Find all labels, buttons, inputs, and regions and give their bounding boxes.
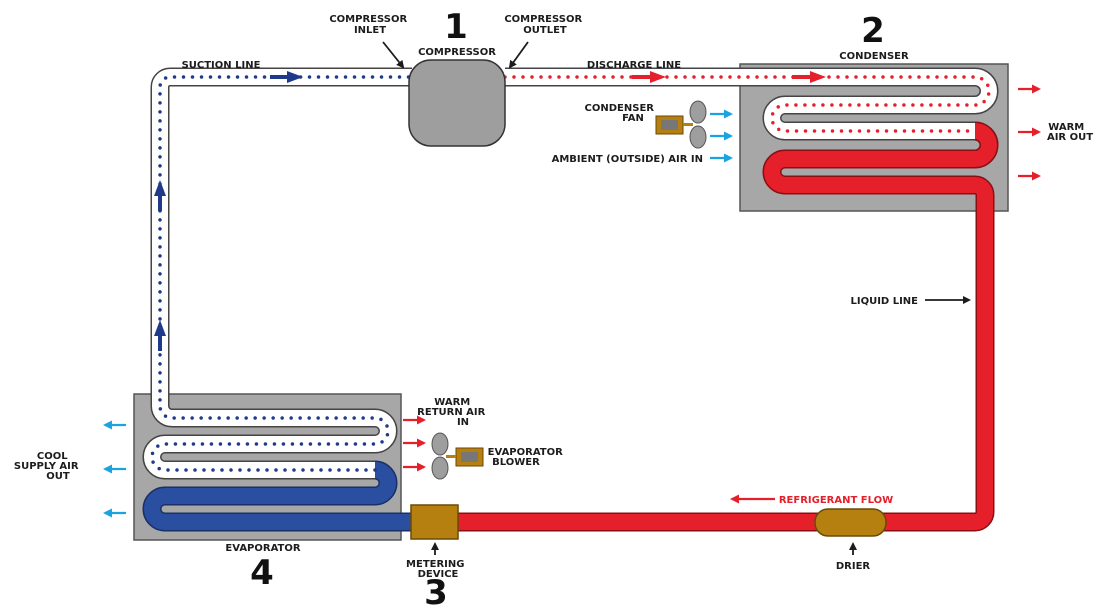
label-compressor-outlet: COMPRESSOR OUTLET bbox=[504, 14, 585, 36]
label-warm-air-out: WARM AIR OUT bbox=[1047, 122, 1093, 143]
drier bbox=[814, 508, 887, 537]
label-drier: DRIER bbox=[836, 561, 871, 572]
evaporator-coil-liquid bbox=[142, 460, 412, 532]
suction-line-pipe bbox=[142, 67, 414, 480]
label-refrigerant-flow: REFRIGERANT FLOW bbox=[779, 495, 893, 506]
step-number-2: 2 bbox=[861, 11, 885, 51]
label-cool-supply-air-out: COOL SUPPLY AIR OUT bbox=[14, 451, 82, 482]
warm-air-out-arrows bbox=[1018, 84, 1041, 181]
discharge-flow-arrows bbox=[632, 71, 826, 83]
label-warm-return-air-in: WARM RETURN AIR IN bbox=[417, 397, 489, 428]
condenser-fan-icon bbox=[655, 100, 707, 149]
label-suction-line: SUCTION LINE bbox=[182, 60, 261, 71]
label-ambient-air-in: AMBIENT (OUTSIDE) AIR IN bbox=[552, 154, 703, 165]
label-evaporator: EVAPORATOR bbox=[225, 543, 300, 554]
suction-flow-arrows bbox=[154, 71, 303, 351]
label-metering-device: METERING DEVICE bbox=[406, 559, 468, 580]
evaporator-blower-icon bbox=[431, 432, 484, 480]
liquid-line-pipe bbox=[458, 121, 999, 532]
label-compressor: COMPRESSOR bbox=[418, 47, 496, 58]
label-liquid-line: LIQUID LINE bbox=[850, 296, 918, 307]
label-evaporator-blower: EVAPORATOR BLOWER bbox=[488, 447, 567, 468]
label-discharge-line: DISCHARGE LINE bbox=[587, 60, 681, 71]
compressor-body bbox=[408, 59, 506, 147]
step-number-3: 3 bbox=[424, 573, 448, 609]
ambient-air-in-arrows bbox=[710, 109, 733, 163]
cool-supply-air-out-arrows bbox=[103, 420, 126, 518]
callout-arrows bbox=[382, 41, 971, 555]
step-number-4: 4 bbox=[250, 553, 274, 593]
metering-device bbox=[410, 504, 459, 540]
label-condenser: CONDENSER bbox=[839, 51, 909, 62]
label-condenser-fan: CONDENSER FAN bbox=[585, 103, 658, 124]
warm-return-air-in-arrows bbox=[403, 415, 426, 472]
label-compressor-inlet: COMPRESSOR INLET bbox=[329, 14, 410, 36]
step-number-1: 1 bbox=[444, 7, 468, 47]
